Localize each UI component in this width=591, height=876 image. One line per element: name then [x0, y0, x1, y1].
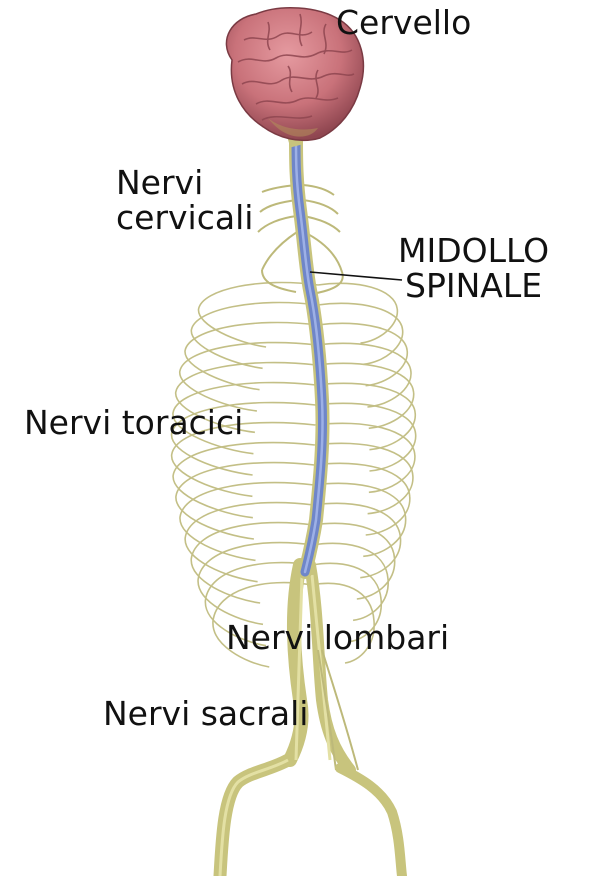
lumbar-nerves-label: Nervi lombari: [226, 621, 449, 656]
right-intercostal-nerve: [313, 523, 394, 599]
right-intercostal-nerve: [318, 283, 397, 343]
right-intercostal-nerve: [316, 363, 413, 428]
right-intercostal-nerve: [318, 303, 403, 364]
left-intercostal-nerve: [198, 282, 318, 347]
spinal-cord-label-line1: MIDOLLO: [398, 234, 549, 269]
right-intercostal-nerve: [315, 423, 415, 492]
brain-label: Cervello: [336, 6, 471, 41]
spinal-cord-label-line2: SPINALE: [398, 269, 549, 304]
spinal-cord-leader-line: [310, 272, 402, 280]
right-intercostal-nerve: [313, 543, 388, 620]
cervical-label-line2: cervicali: [116, 201, 253, 236]
cervical-label-line1: Nervi: [116, 166, 253, 201]
cervical-nerves-label: Nervi cervicali: [116, 166, 253, 235]
right-intercostal-nerve: [316, 403, 416, 471]
thoracic-nerves-label: Nervi toracici: [24, 406, 243, 441]
right-intercostal-nerve: [317, 343, 411, 407]
right-intercostal-nerve: [317, 323, 407, 385]
left-intercostal-nerve: [185, 323, 317, 390]
spinal-cord-label: MIDOLLO SPINALE: [398, 234, 549, 303]
left-intercostal-nerve: [180, 343, 317, 411]
sacral-nerves-label: Nervi sacrali: [103, 697, 308, 732]
left-intercostal-nerve: [191, 303, 317, 369]
left-intercostal-nerve: [180, 483, 314, 561]
